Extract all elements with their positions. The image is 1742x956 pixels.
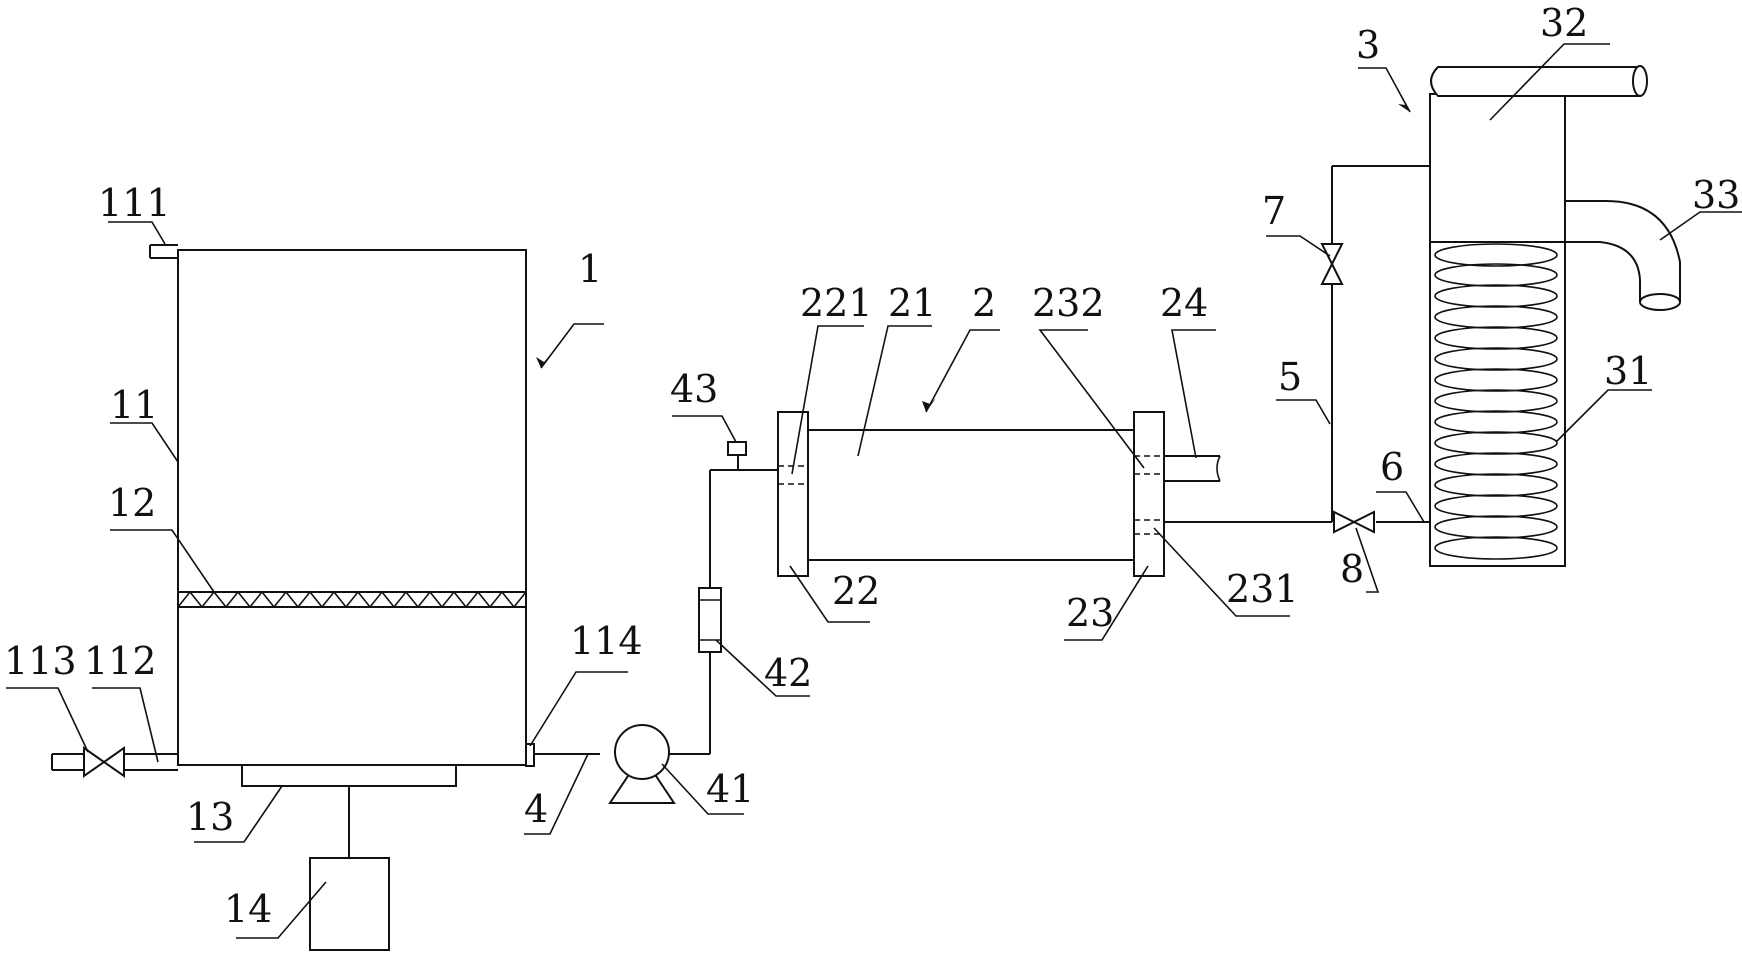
label-114: 114 <box>570 619 643 663</box>
label-221: 221 <box>800 281 873 325</box>
pipeline-4 <box>534 455 780 755</box>
label-42: 42 <box>764 651 812 695</box>
label-4: 4 <box>524 787 548 831</box>
label-31: 31 <box>1604 349 1652 393</box>
label-43: 43 <box>670 367 718 411</box>
label-11: 11 <box>110 383 158 427</box>
label-3: 3 <box>1356 23 1380 67</box>
pressure-gauge-43 <box>727 441 747 456</box>
tank-body-11 <box>177 249 527 766</box>
filter-layer-12 <box>177 590 527 609</box>
leader-lines <box>6 43 1742 939</box>
pump-41 <box>608 724 676 804</box>
label-12: 12 <box>108 481 156 525</box>
label-111: 111 <box>98 181 171 225</box>
label-14: 14 <box>224 887 272 931</box>
label-1: 1 <box>578 247 602 291</box>
top-pipe <box>1430 65 1648 97</box>
label-232: 232 <box>1032 281 1105 325</box>
label-13: 13 <box>186 795 234 839</box>
label-32: 32 <box>1540 1 1588 45</box>
labels: 111 1 11 12 113 112 114 13 14 4 41 42 43… <box>4 1 1740 931</box>
valve-8 <box>1333 510 1375 534</box>
membrane-module-2 <box>777 411 1221 577</box>
valve-113 <box>83 746 125 778</box>
valve-7 <box>1320 243 1344 285</box>
pipe-5 <box>1331 165 1430 522</box>
label-8: 8 <box>1340 547 1364 591</box>
label-7: 7 <box>1262 189 1286 233</box>
coil-31 <box>1434 243 1558 560</box>
tank-1 <box>51 244 535 951</box>
label-21: 21 <box>888 281 936 325</box>
label-6: 6 <box>1380 445 1404 489</box>
inlet-pipe-111 <box>149 244 178 259</box>
outlet-pipe-112 <box>51 753 178 771</box>
label-41: 41 <box>706 767 754 811</box>
flange-22 <box>777 411 809 577</box>
label-113: 113 <box>4 639 77 683</box>
flowmeter-42 <box>698 587 722 653</box>
label-22: 22 <box>832 569 880 613</box>
label-5: 5 <box>1278 355 1302 399</box>
base-13 <box>241 764 457 787</box>
label-231: 231 <box>1226 567 1299 611</box>
port-114 <box>525 743 535 767</box>
label-33: 33 <box>1692 173 1740 217</box>
label-2: 2 <box>972 281 996 325</box>
box-14 <box>309 857 390 951</box>
label-24: 24 <box>1160 281 1208 325</box>
condenser-3 <box>1429 65 1681 567</box>
elbow-pipe-33 <box>1565 200 1681 311</box>
flange-23 <box>1133 411 1165 577</box>
label-23: 23 <box>1066 591 1114 635</box>
label-112: 112 <box>84 639 157 683</box>
